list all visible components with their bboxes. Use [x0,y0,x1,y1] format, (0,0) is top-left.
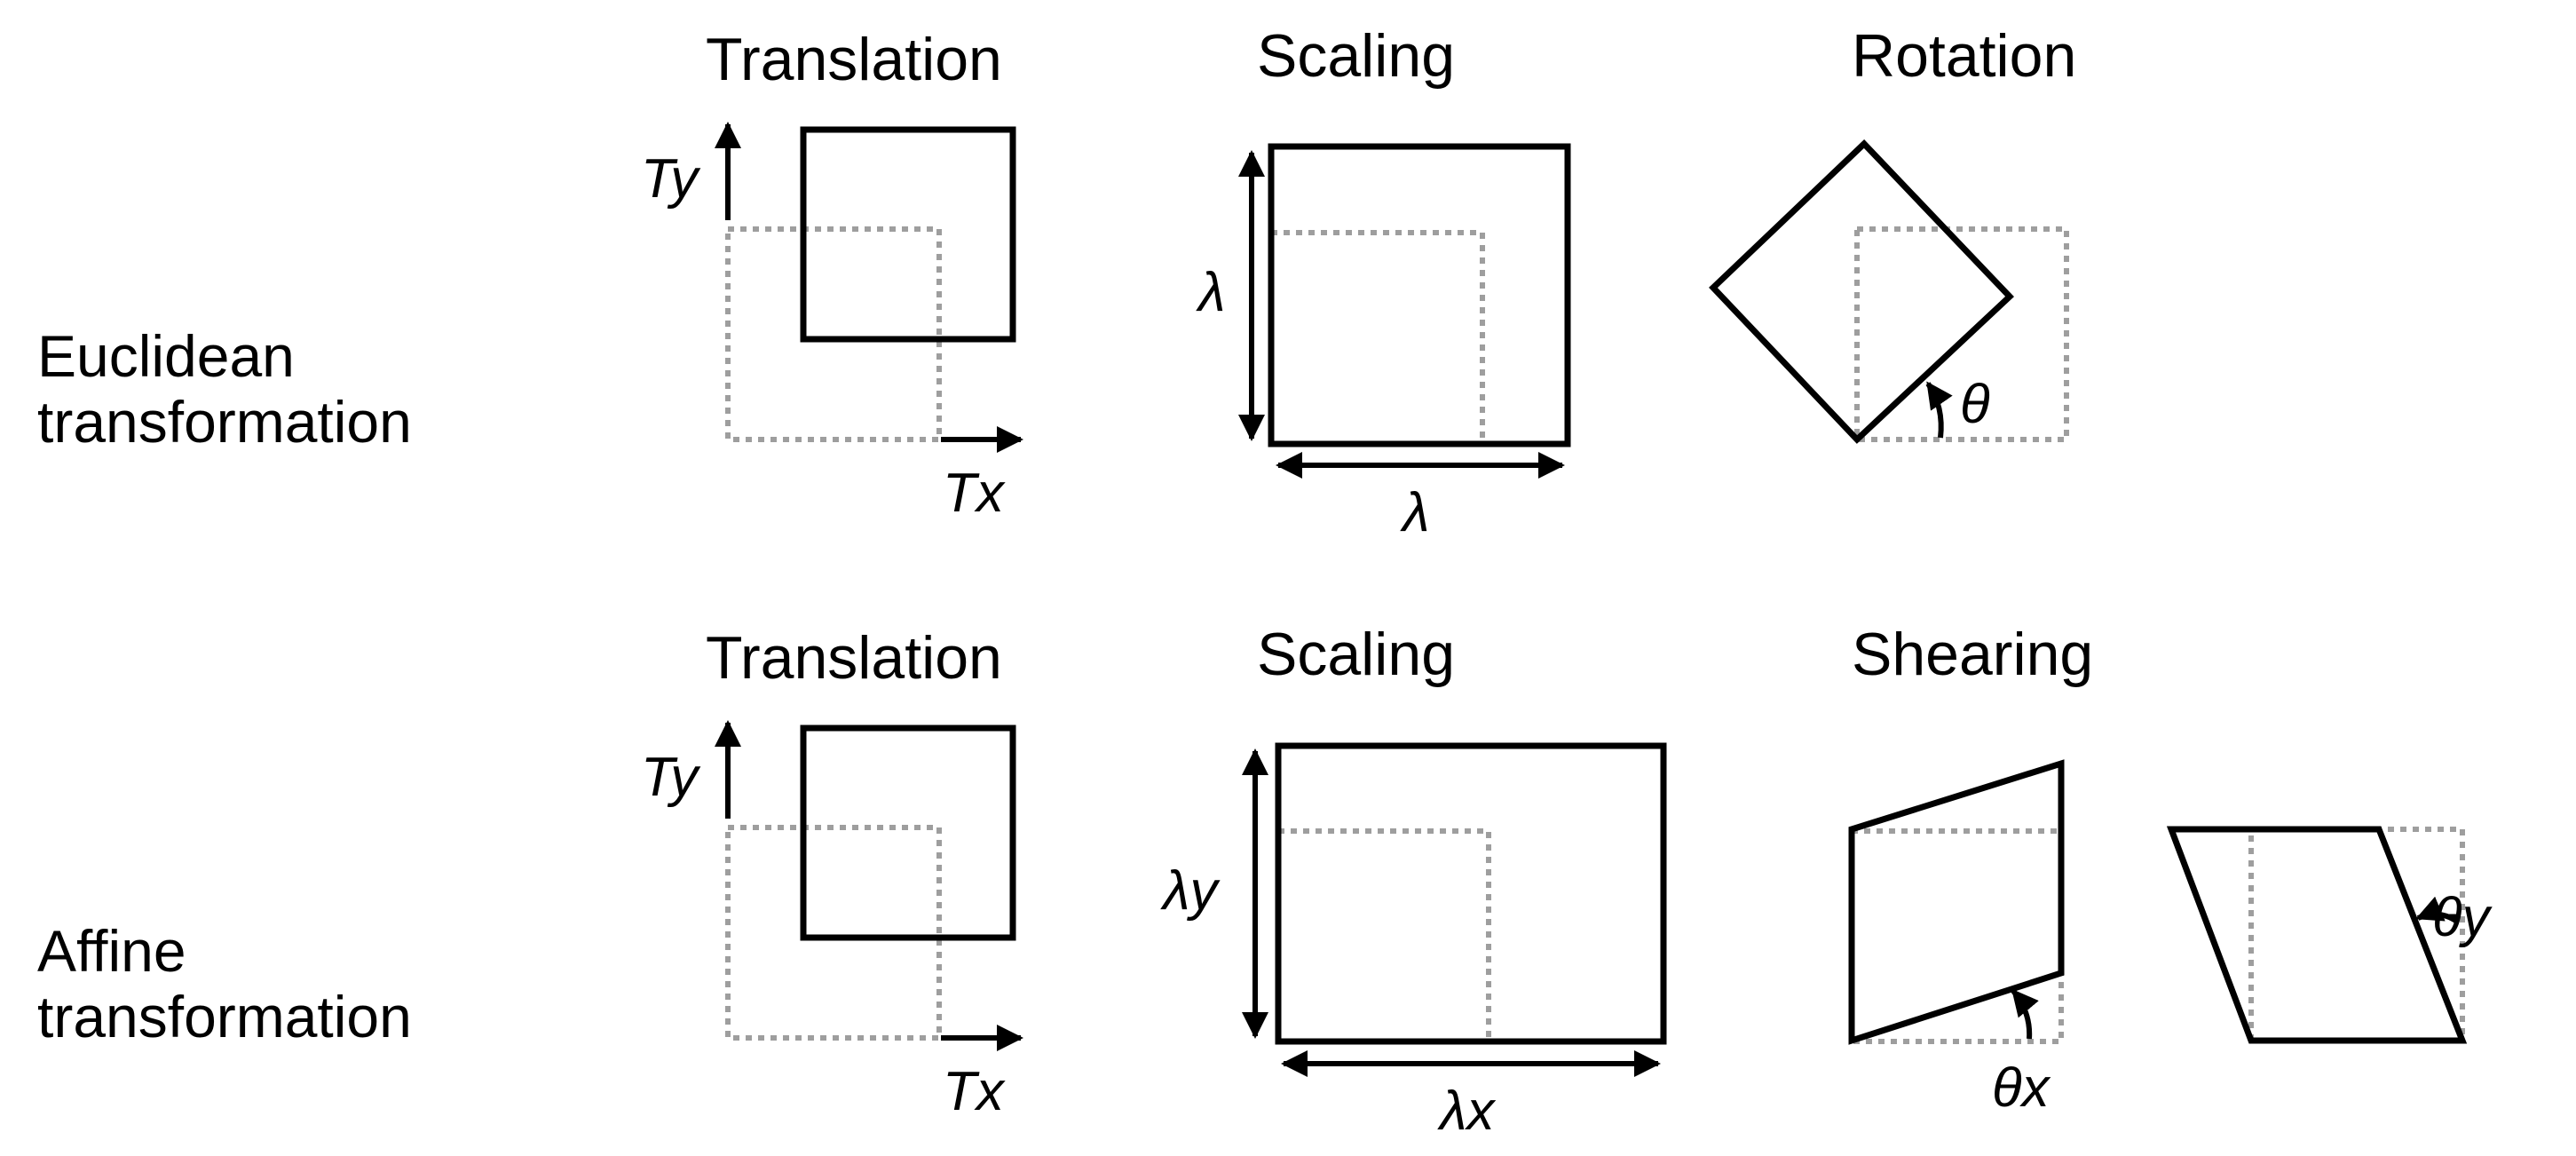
reference-square [1271,230,1485,444]
reference-square [725,226,942,442]
tx-label: Tx [943,1061,1006,1122]
theta-label: θ [1960,374,1990,435]
reference-square [725,825,942,1041]
theta-arc-arrow [1925,381,1953,439]
affine-translation-title: Translation [706,624,1002,692]
lambda-x-label: λx [1437,1081,1497,1142]
lambda-vertical-label: λ [1196,262,1226,323]
affine-scaling-panel: Scaling λy λx [1160,621,1667,1142]
theta-y-arc-arrow [2415,896,2459,924]
rotation-title: Rotation [1852,22,2076,90]
theta-x-label: θx [1992,1057,2051,1119]
tx-label: Tx [943,463,1006,524]
row-label-euclidean-line1: Euclidean [37,323,295,389]
euclidean-translation-title: Translation [706,26,1002,93]
theta-x-arc-arrow [2011,988,2039,1040]
sheared-quad-vertical [1848,759,2065,1045]
sheared-quad-horizontal [2166,826,2468,1044]
scaled-rectangle [1275,742,1667,1045]
euclidean-scaling-title: Scaling [1257,22,1455,90]
ty-label: Ty [641,747,701,808]
euclidean-translation-panel: Translation Ty Tx [641,26,1023,524]
reference-square [1278,828,1491,1041]
theta-y-label: θy [2432,887,2493,948]
euclidean-scaling-panel: Scaling λ λ [1196,22,1571,543]
translated-square [800,724,1016,941]
translated-square [800,126,1016,343]
affine-translation-panel: Translation Ty Tx [641,624,1023,1122]
row-label-affine-line1: Affine [37,918,186,984]
row-label-affine-line2: transformation [37,984,412,1049]
ty-label: Ty [641,148,701,210]
rotated-square [1709,139,2014,444]
euclidean-rotation-panel: Rotation θ [1709,22,2076,444]
row-label-euclidean-line2: transformation [37,389,412,455]
reference-square [1854,226,2069,442]
lambda-y-label: λy [1160,860,1221,922]
shearing-title: Shearing [1852,621,2093,688]
scaled-square [1268,143,1571,447]
affine-shearing-panel: Shearing θx θy [1848,621,2493,1119]
lambda-horizontal-label: λ [1400,482,1430,543]
reference-square [2248,827,2465,1043]
affine-scaling-title: Scaling [1257,621,1455,688]
